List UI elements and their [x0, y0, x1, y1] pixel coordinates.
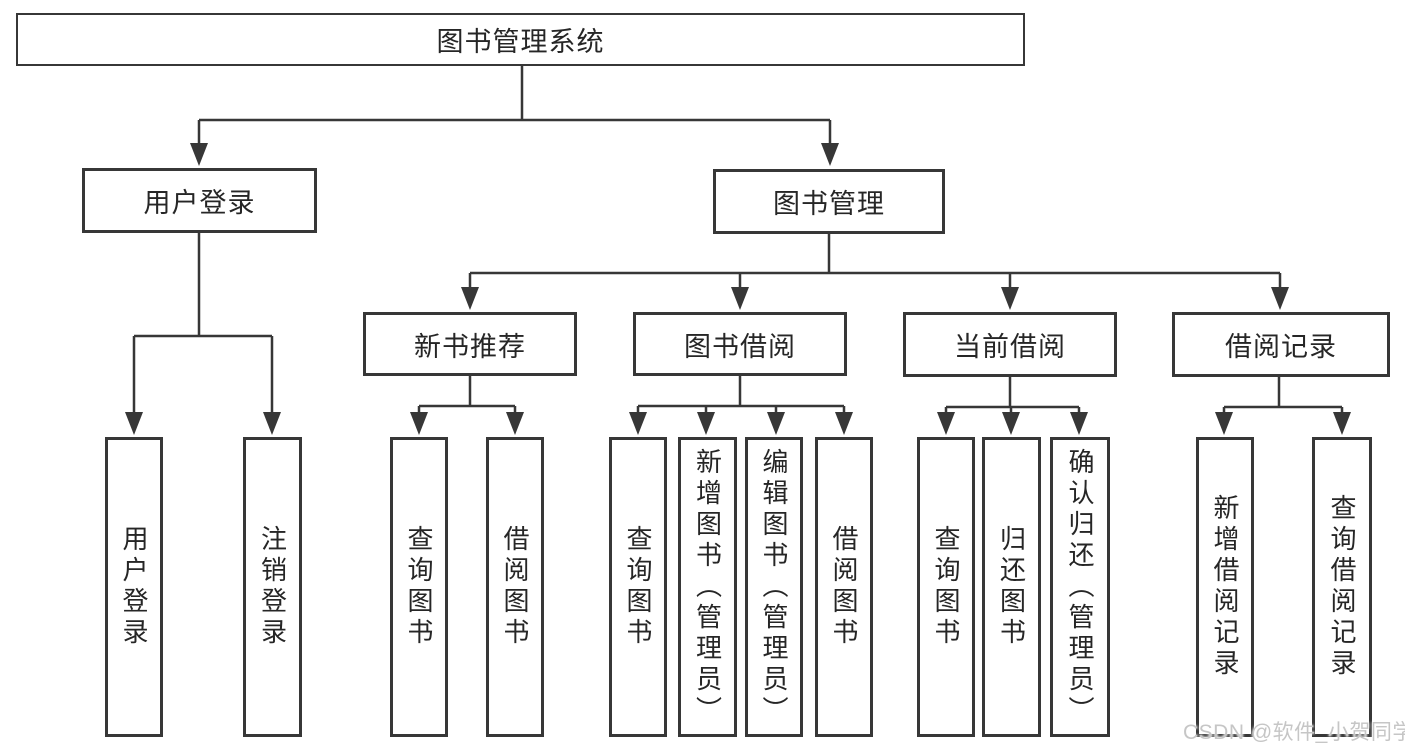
leaf-return-books: 归还图书: [982, 437, 1041, 737]
leaf-confirm-return-admin: 确认归还（管理员）: [1050, 437, 1110, 737]
leaf-edit-books-admin: 编辑图书（管理员）: [745, 437, 803, 737]
node-label: 用户登录: [143, 188, 256, 218]
node-borrowing-records: 借阅记录: [1172, 312, 1390, 377]
leaf-label: 新增借阅记录: [1210, 494, 1240, 680]
leaf-label: 查询图书: [404, 525, 434, 649]
connector-book-management: [468, 234, 1282, 295]
node-label: 图书借阅: [684, 331, 796, 362]
leaf-label: 借阅图书: [829, 525, 859, 649]
node-book-borrowing: 图书借阅: [633, 312, 847, 376]
leaf-borrow-books: 借阅图书: [815, 437, 873, 737]
node-label: 新书推荐: [414, 331, 526, 362]
leaf-label: 查询图书: [623, 525, 653, 649]
leaf-add-borrow-record: 新增借阅记录: [1196, 437, 1254, 737]
connector-borrow-records: [1222, 377, 1344, 420]
node-label: 图书管理系统: [436, 27, 605, 57]
leaf-logout: 注销登录: [243, 437, 302, 737]
connector-new-book: [417, 376, 517, 420]
leaf-query-books-recommend: 查询图书: [390, 437, 448, 737]
leaf-label: 新增图书（管理员）: [692, 447, 723, 727]
leaf-query-books-current: 查询图书: [917, 437, 975, 737]
node-book-management: 图书管理: [713, 169, 945, 234]
leaf-query-books-borrowing: 查询图书: [609, 437, 667, 737]
node-label: 借阅记录: [1225, 332, 1337, 362]
leaf-label: 用户登录: [119, 525, 149, 649]
leaf-label: 注销登录: [257, 525, 288, 649]
node-new-book-recommendation: 新书推荐: [363, 312, 577, 376]
leaf-label: 查询图书: [931, 525, 961, 649]
leaf-add-books-admin: 新增图书（管理员）: [678, 437, 737, 737]
leaf-label: 借阅图书: [500, 525, 530, 649]
node-user-login: 用户登录: [82, 168, 317, 233]
connector-book-borrowing: [636, 376, 846, 420]
leaf-label: 确认归还（管理员）: [1065, 447, 1095, 727]
leaf-label: 归还图书: [996, 525, 1027, 649]
leaf-borrow-books-recommend: 借阅图书: [486, 437, 544, 737]
csdn-watermark: CSDN @软件_小贺同学: [1183, 721, 1405, 744]
leaf-user-login: 用户登录: [105, 437, 163, 737]
leaf-query-borrow-record: 查询借阅记录: [1312, 437, 1372, 737]
node-current-borrowing: 当前借阅: [903, 312, 1117, 377]
leaf-label: 查询借阅记录: [1327, 494, 1357, 680]
leaf-label: 编辑图书（管理员）: [759, 447, 789, 727]
node-library-management-system: 图书管理系统: [16, 13, 1025, 66]
node-label: 图书管理: [773, 189, 885, 219]
node-label: 当前借阅: [954, 332, 1066, 362]
connector-root: [197, 66, 832, 150]
arrowheads: [125, 143, 1351, 435]
connector-user-login: [132, 233, 274, 420]
